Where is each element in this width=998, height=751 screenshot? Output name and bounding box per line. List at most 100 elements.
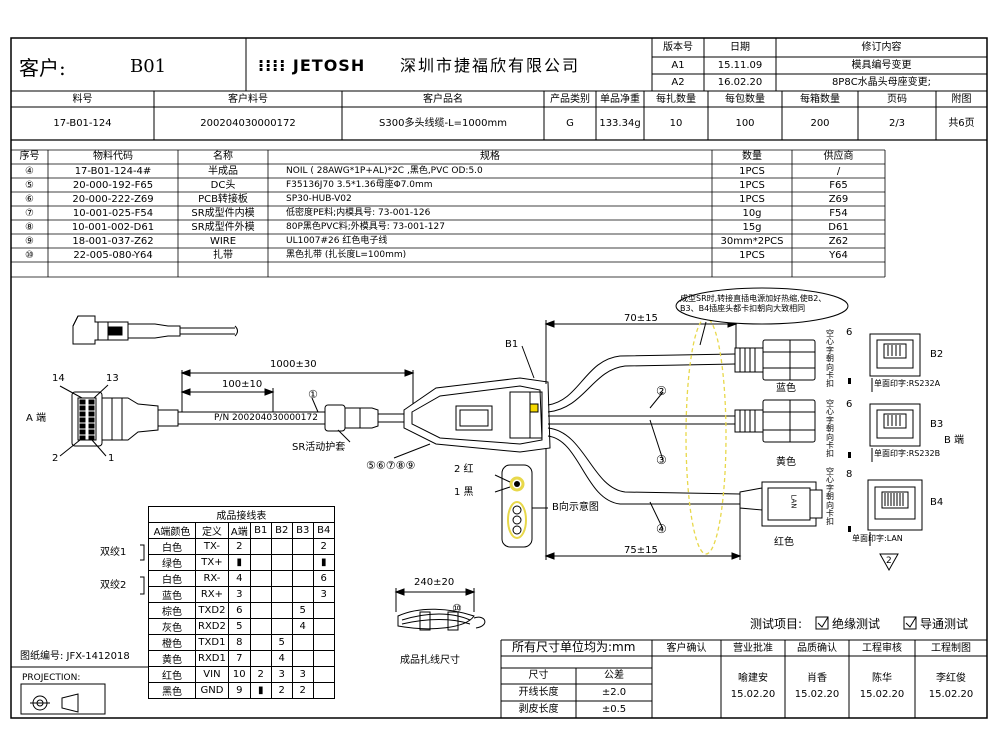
b3-side-text: 空心字朝向卡扣 xyxy=(826,399,834,459)
bom-cell: 18-001-037-Z62 xyxy=(72,236,154,247)
bom-header-cell: 序号 xyxy=(19,151,40,162)
balloon-4: ④ xyxy=(656,522,667,536)
b3-print: 单面印字:RS232B xyxy=(874,449,941,458)
bom-cell: SP30-HUB-V02 xyxy=(286,194,352,204)
bom-cell: Z69 xyxy=(828,194,849,205)
approval-name-drafting: 李红俊 xyxy=(936,673,966,684)
wiring-cell: GND xyxy=(195,682,229,699)
balloon-1: ① xyxy=(308,388,318,401)
wiring-cell xyxy=(249,618,272,635)
bom-cell: F65 xyxy=(829,180,848,191)
wiring-cell xyxy=(270,554,293,571)
wiring-cell: 3 xyxy=(291,666,314,683)
pin1-label: 1 xyxy=(108,453,115,464)
pi-bundle: 10 xyxy=(669,118,683,129)
a-end-plug-top-view xyxy=(72,315,238,345)
wiring-header-cell: B1 xyxy=(249,522,272,539)
alignment-ellipse xyxy=(685,317,727,555)
wiring-cell: 3 xyxy=(227,586,251,603)
b2-pin-count: 6 xyxy=(846,327,853,338)
wiring-cell xyxy=(312,666,335,683)
wiring-cell: RXD2 xyxy=(195,618,229,635)
company-name: 深圳市捷福欣有限公司 xyxy=(400,56,581,75)
wiring-cell: 2 xyxy=(249,666,272,683)
pi-header-partno: 料号 xyxy=(72,94,93,105)
pi-attach: 共6页 xyxy=(948,118,975,129)
wiring-cell xyxy=(270,618,293,635)
wiring-cell xyxy=(312,682,335,699)
bom-header-cell: 名称 xyxy=(213,151,233,162)
b2-print: 单面印字:RS232A xyxy=(874,379,941,388)
wiring-cell: 2 xyxy=(270,682,293,699)
balloon-3: ③ xyxy=(656,453,667,467)
wiring-cell: 白色 xyxy=(148,570,196,587)
bom-header-cell: 物料代码 xyxy=(93,151,133,162)
wiring-cell: 红色 xyxy=(148,666,196,683)
lan-plug-text: LAN xyxy=(789,494,798,509)
wiring-cell: 橙色 xyxy=(148,634,196,651)
tol-header-tol: 公差 xyxy=(604,670,624,681)
pi-weight: 133.34g xyxy=(599,118,641,129)
bom-cell: 30mm*2PCS xyxy=(720,236,784,247)
wiring-cell: 3 xyxy=(270,666,293,683)
b4-print: 单面印字:LAN xyxy=(852,534,903,543)
bom-cell: ⑧ xyxy=(25,222,34,233)
bom-cell: Z62 xyxy=(828,236,849,247)
b4-pin-count: 8 xyxy=(846,469,853,480)
wiring-cell xyxy=(312,602,335,619)
wiring-title: 成品接线表 xyxy=(148,506,335,523)
rev-row2-date: 16.02.20 xyxy=(717,77,763,88)
bom-cell: ⑩ xyxy=(25,250,34,261)
a-end-label: A 端 xyxy=(26,413,47,424)
b-view-label: B向示意图 xyxy=(552,502,599,513)
bom-cell: SR成型件内模 xyxy=(191,208,255,219)
pi-header-category: 产品类别 xyxy=(550,94,590,105)
bom-cell: 低密度PE料;内模具号: 73-001-126 xyxy=(286,208,431,218)
wiring-cell: TX+ xyxy=(195,554,229,571)
pin13-label: 13 xyxy=(106,373,119,384)
bundle-drawing xyxy=(394,588,486,631)
wiring-cell: 7 xyxy=(227,650,251,667)
bom-cell: SR成型件外模 xyxy=(191,222,255,233)
wiring-cell: RX+ xyxy=(195,586,229,603)
wiring-cell: 5 xyxy=(291,602,314,619)
rev-header-content: 修订内容 xyxy=(861,42,902,53)
wiring-cell: 4 xyxy=(291,618,314,635)
pin14-label: 14 xyxy=(52,373,65,384)
bom-header-cell: 规格 xyxy=(480,151,500,162)
bom-cell: 1PCS xyxy=(739,194,765,205)
balloon-10: ⑩ xyxy=(452,602,462,615)
dim-240: 240±20 xyxy=(414,577,455,588)
pi-partno: 17-B01-124 xyxy=(53,118,112,129)
b4-side-text: 空心字朝向卡扣 xyxy=(826,467,834,527)
wiring-cell xyxy=(291,634,314,651)
tol-peel-label: 剥皮长度 xyxy=(518,704,559,715)
color-red-label: 红色 xyxy=(774,537,794,548)
logo-dots-icon: ⁝⁝⁝⁝ xyxy=(258,56,293,75)
projection-label: PROJECTION: xyxy=(22,673,81,683)
bom-cell: 1PCS xyxy=(739,180,765,191)
color-blue-label: 蓝色 xyxy=(776,383,796,394)
projection-symbol xyxy=(30,693,79,713)
pi-custpart: 200204030000172 xyxy=(200,118,296,129)
wiring-cell xyxy=(291,650,314,667)
revision-mark: 2 xyxy=(886,556,892,566)
bom-cell: ⑥ xyxy=(25,194,34,205)
tol-header-dim: 尺寸 xyxy=(528,670,549,681)
approval-date-quality: 15.02.20 xyxy=(794,689,840,700)
splitter-hub xyxy=(403,377,551,453)
wiring-cell: 6 xyxy=(227,602,251,619)
bom-cell: 扎带 xyxy=(213,250,233,261)
wiring-cell xyxy=(249,570,272,587)
drawing-number: 图纸编号: JFX-1412018 xyxy=(20,651,130,662)
wiring-header-cell: B3 xyxy=(291,522,314,539)
footer-grid xyxy=(11,639,987,718)
wiring-cell: 2 xyxy=(291,682,314,699)
approval-name-review: 陈华 xyxy=(872,673,892,684)
bom-cell: 1PCS xyxy=(739,250,765,261)
